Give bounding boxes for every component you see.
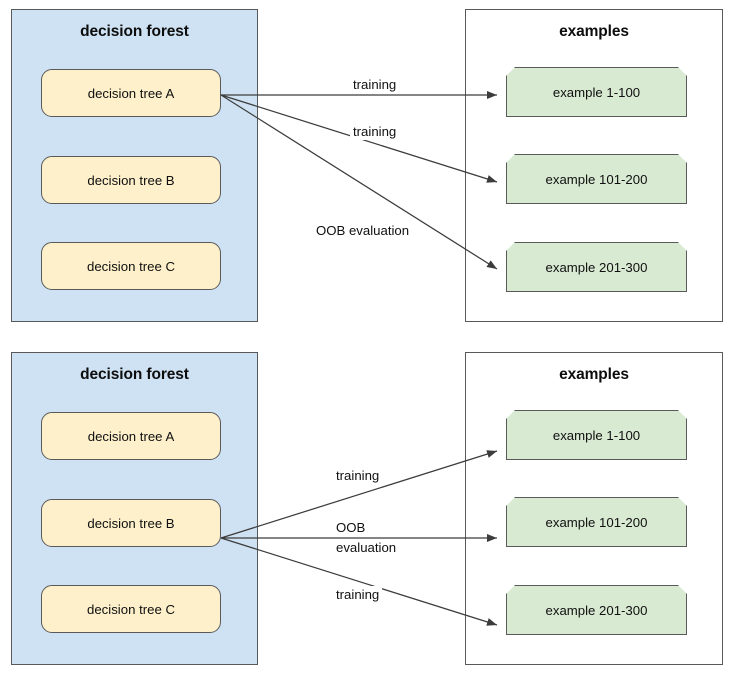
example-201-300-top[interactable]: example 201-300 (506, 242, 687, 292)
node-label: example 1-100 (552, 427, 641, 443)
decision-tree-b-top[interactable]: decision tree B (41, 156, 221, 204)
example-1-100-bottom[interactable]: example 1-100 (506, 410, 687, 460)
node-label: decision tree A (87, 428, 175, 444)
decision-forest-title-top: decision forest (80, 23, 189, 40)
node-label: decision tree C (87, 258, 175, 274)
decision-tree-c-top[interactable]: decision tree C (41, 242, 221, 290)
decision-tree-c-bottom[interactable]: decision tree C (41, 585, 221, 633)
decision-forest-panel-bottom: decision forest decision tree A decision… (11, 352, 258, 665)
examples-panel-bottom: examples example 1-100 example 101-200 e… (465, 352, 723, 665)
diagram-top: decision forest decision tree A decision… (0, 0, 737, 342)
example-1-100-top[interactable]: example 1-100 (506, 67, 687, 117)
decision-tree-a-top[interactable]: decision tree A (41, 69, 221, 117)
example-101-200-bottom[interactable]: example 101-200 (506, 497, 687, 547)
examples-title-bottom: examples (559, 366, 629, 383)
edge-label-training-2-top: training (350, 123, 400, 140)
edge-training-1-bottom (220, 450, 498, 539)
edge-training-2-bottom (220, 537, 498, 626)
example-201-300-bottom[interactable]: example 201-300 (506, 585, 687, 635)
node-label: decision tree B (87, 515, 175, 531)
edge-label-evaluation-bottom: evaluation (333, 539, 400, 556)
decision-forest-title-bottom: decision forest (80, 366, 189, 383)
node-label: example 201-300 (545, 602, 648, 618)
edge-label-oob-bottom: OOB (333, 519, 369, 536)
edge-label-training-1-top: training (350, 76, 400, 93)
node-label: example 101-200 (545, 514, 648, 530)
edge-oob-evaluation-top (220, 94, 498, 270)
examples-title-top: examples (559, 23, 629, 40)
edge-label-training-2-bottom: training (333, 586, 383, 603)
arrow-layer-top (220, 90, 498, 270)
edge-label-oob-evaluation-top: OOB evaluation (313, 222, 413, 239)
node-label: example 1-100 (552, 84, 641, 100)
decision-tree-b-bottom[interactable]: decision tree B (41, 499, 221, 547)
node-label: example 101-200 (545, 171, 648, 187)
decision-forest-panel-top: decision forest decision tree A decision… (11, 9, 258, 322)
node-label: example 201-300 (545, 259, 648, 275)
examples-panel-top: examples example 1-100 example 101-200 e… (465, 9, 723, 322)
node-label: decision tree C (87, 601, 175, 617)
node-label: decision tree B (87, 172, 175, 188)
node-label: decision tree A (87, 85, 175, 101)
diagram-bottom: decision forest decision tree A decision… (0, 343, 737, 685)
edge-label-training-1-bottom: training (333, 467, 383, 484)
example-101-200-top[interactable]: example 101-200 (506, 154, 687, 204)
arrow-layer-bottom (220, 450, 498, 626)
decision-tree-a-bottom[interactable]: decision tree A (41, 412, 221, 460)
